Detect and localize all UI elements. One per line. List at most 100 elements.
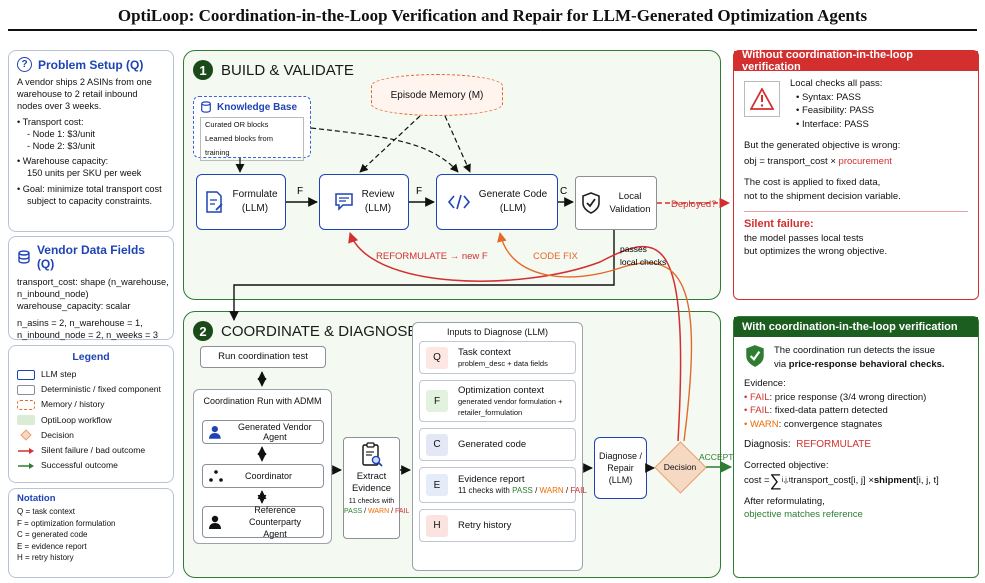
- cost-bold: shipment: [873, 475, 917, 486]
- database-icon: [18, 250, 30, 264]
- input-title: Task context: [458, 346, 511, 358]
- person-icon: [209, 425, 221, 439]
- episode-memory-label: Episode Memory (M): [390, 89, 484, 101]
- extract-label: Extract: [356, 471, 387, 482]
- legend-success-arrow: [18, 462, 34, 469]
- tag-c: C: [426, 433, 448, 456]
- legend-fail-arrow: [18, 447, 34, 454]
- field-line: warehouse_capacity: scalar: [17, 301, 131, 312]
- legend-item: Decision: [41, 429, 74, 440]
- explain-line: not to the shipment decision variable.: [744, 190, 901, 202]
- stage2-number: 2: [193, 321, 213, 341]
- notation-item: H = retry history: [17, 553, 74, 562]
- code-fix-label: CODE FIX: [533, 251, 579, 262]
- explain-line: The cost is applied to fixed data,: [744, 177, 881, 188]
- inputs-title: Inputs to Diagnose (LLM): [446, 327, 549, 337]
- detect-pre: via: [774, 358, 789, 370]
- corrected-head: Corrected objective:: [744, 459, 829, 471]
- input-row-c: C Generated code: [419, 428, 576, 461]
- input-sub: 11 checks with: [458, 486, 513, 495]
- legend-item: OptiLoop workflow: [41, 414, 112, 425]
- with-header: With coordination-in-the-loop verificati…: [734, 317, 978, 337]
- evidence-text: : fixed-data pattern detected: [769, 405, 888, 416]
- fail-text: FAIL: [394, 508, 410, 515]
- vendor-fields-panel: Vendor Data Fields (Q) transport_cost: s…: [8, 236, 174, 340]
- run-coordination-node: Run coordination test: [200, 346, 326, 368]
- after-line: After reformulating,: [744, 495, 825, 507]
- ref-agent-label: Reference Counterparty: [248, 505, 302, 527]
- legend-panel: Legend LLM step Deterministic / fixed co…: [8, 345, 174, 483]
- reformulate-label: REFORMULATE → new F: [376, 251, 488, 262]
- shield-check-icon: [746, 345, 764, 367]
- legend-item: Silent failure / bad outcome: [41, 445, 146, 456]
- field-line: n_inbound_node = 2, n_weeks = 3: [17, 329, 158, 340]
- warning-box: [744, 81, 780, 117]
- edge-label-f2: F: [416, 186, 422, 197]
- capacity-value: 150 units per SKU per week: [27, 168, 142, 179]
- problem-setup-title: Problem Setup (Q): [38, 57, 144, 72]
- warn-text: WARN: [539, 486, 564, 495]
- vendor-agent-node: Generated Vendor Agent: [202, 420, 324, 444]
- check-item: Feasibility: PASS: [801, 105, 875, 116]
- pass-text: PASS: [512, 486, 533, 495]
- extract-sub: 11 checks with: [348, 498, 395, 505]
- cost-end: [i, j, t]: [916, 475, 939, 486]
- legend-title: Legend: [72, 351, 110, 363]
- edge-label-f1: F: [297, 186, 303, 197]
- slash-text: /: [563, 486, 571, 495]
- intro-line: warehouse to 2 retail inbound: [17, 89, 138, 100]
- obj-prefix: obj = transport_cost ×: [744, 155, 839, 167]
- stage1-title: BUILD & VALIDATE: [221, 61, 354, 79]
- input-sub: retailer_formulation: [458, 407, 523, 417]
- formulate-label: Formulate: [232, 189, 278, 200]
- evidence-status: FAIL: [749, 391, 770, 403]
- page-title: OptiLoop: Coordination-in-the-Loop Verif…: [117, 6, 868, 25]
- field-line: n_asins = 2, n_warehouse = 1,: [17, 317, 143, 328]
- person-icon: [209, 515, 221, 529]
- legend-item: LLM step: [41, 369, 77, 379]
- input-sub: problem_desc + data fields: [458, 358, 548, 368]
- without-header: Without coordination-in-the-loop verific…: [734, 49, 978, 73]
- after-green: objective matches reference: [744, 509, 863, 520]
- shield-check-icon: [582, 192, 601, 214]
- diagnosis-head: Diagnosis:: [744, 439, 791, 450]
- notation-item: C = generated code: [17, 530, 88, 539]
- evidence-status: WARN: [749, 418, 779, 430]
- accept-label: ACCEPT: [699, 452, 733, 462]
- decision-node: Decision: [653, 440, 707, 494]
- input-title: Optimization context: [458, 384, 545, 396]
- vendor-fields-title: Vendor Data Fields (Q): [36, 243, 145, 271]
- checks-head: Local checks all pass:: [790, 78, 883, 89]
- generate-sub: (LLM): [499, 203, 527, 214]
- silent-line: but optimizes the wrong objective.: [744, 246, 888, 257]
- title-rule: [8, 29, 977, 31]
- evidence-status: FAIL: [749, 405, 770, 416]
- formulate-sub: (LLM): [241, 203, 269, 214]
- goal-line: subject to capacity constraints.: [27, 195, 153, 206]
- silent-line: the model passes local tests: [744, 232, 864, 244]
- wrong-line: But the generated objective is wrong:: [744, 140, 901, 151]
- local-label: Local: [618, 191, 642, 202]
- field-line: transport_cost: shape (n_warehouse,: [17, 277, 169, 287]
- cost-mid: transport_cost[i, j] ×: [790, 475, 874, 486]
- with-panel: With coordination-in-the-loop verificati…: [733, 316, 979, 578]
- input-title: Evidence report: [458, 474, 525, 485]
- tag-f: F: [426, 390, 448, 412]
- goal-line: Goal: minimize total transport cost: [22, 183, 162, 194]
- evidence-text: : convergence stagnates: [778, 418, 883, 430]
- stage2-title: COORDINATE & DIAGNOSE: [221, 322, 418, 340]
- generate-label: Generate Code: [478, 189, 548, 200]
- tag-h: H: [426, 514, 448, 537]
- tag-q: Q: [426, 346, 448, 369]
- stage1-header: 1 BUILD & VALIDATE: [193, 60, 354, 80]
- slash-text: /: [532, 486, 540, 495]
- detect-line: The coordination run detects the issue: [774, 345, 936, 356]
- vendor-fields-header: Vendor Data Fields (Q): [17, 243, 165, 271]
- legend-item: Memory / history: [41, 399, 105, 410]
